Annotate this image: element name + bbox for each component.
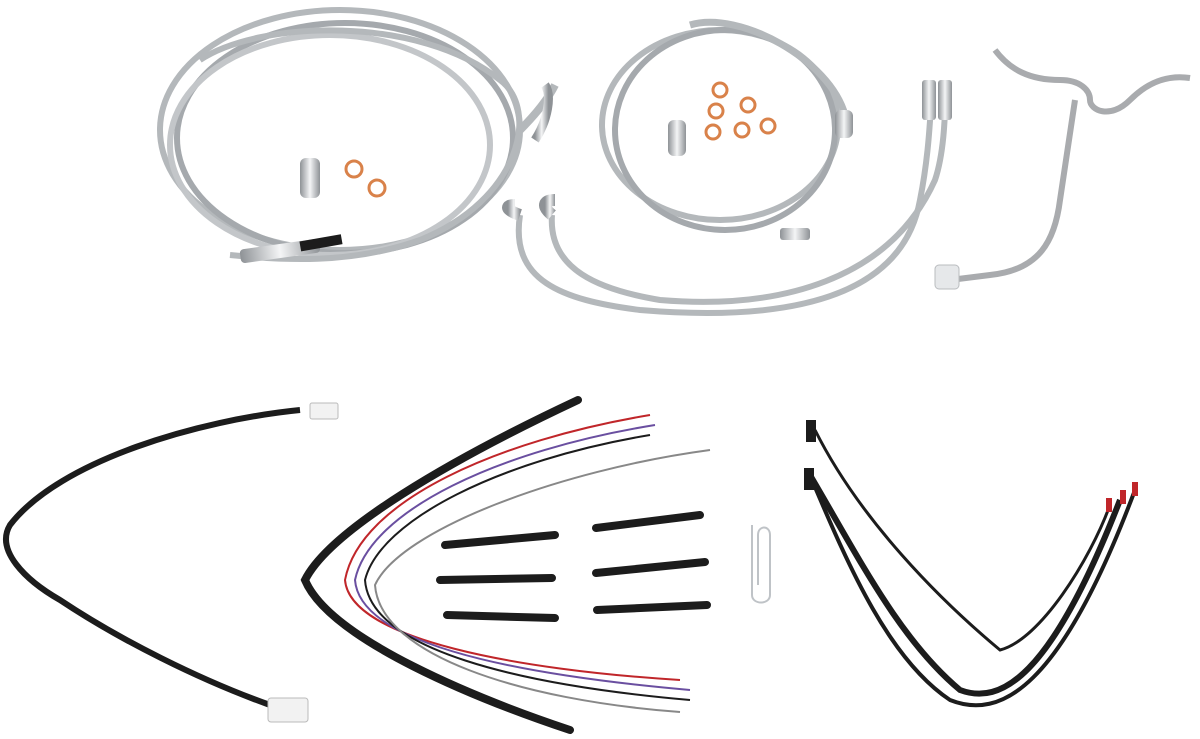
red-terminals (804, 420, 1138, 512)
wiring-harness-left (3, 407, 301, 708)
connector-white-bottom (267, 697, 309, 723)
banjo-fitting-left (239, 82, 553, 263)
connector-white-top (309, 402, 339, 420)
line-end-fittings (502, 80, 952, 221)
braided-brake-line-coil-left (157, 7, 559, 263)
fittings-middle (668, 110, 853, 240)
braided-brake-line-coil-middle (599, 18, 849, 233)
braided-brake-lines-long (515, 84, 949, 316)
steel-hard-line (949, 48, 1191, 283)
paper-clip (751, 525, 771, 604)
wire-bundle (343, 414, 711, 713)
wiring-harness-right (807, 429, 1137, 708)
copper-washers-left (344, 159, 387, 198)
copper-washers-middle (704, 81, 777, 141)
heat-shrink-pieces (436, 511, 711, 622)
heat-shrink-tube-long (300, 396, 582, 734)
tube-nut (934, 264, 960, 290)
